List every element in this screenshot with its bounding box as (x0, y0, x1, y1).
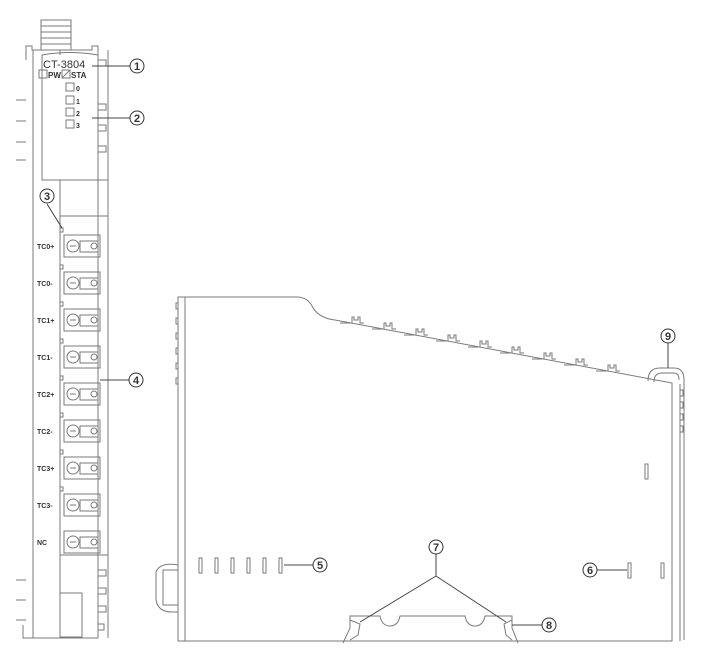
led-ch3-label: 3 (76, 123, 80, 130)
callout-number: 1 (134, 61, 140, 73)
led-ch0-label: 0 (76, 86, 80, 93)
callout-4 (128, 372, 144, 388)
top-connector (40, 19, 72, 51)
led-ch3-icon (65, 119, 75, 129)
side-body-outline (177, 296, 673, 642)
terminal-label: TC1- (37, 355, 53, 362)
callout-number: 6 (587, 565, 593, 577)
terminal-blocks (60, 227, 101, 554)
vent-slots-left (198, 557, 283, 574)
terminal-label: TC0- (37, 281, 53, 288)
callout-9 (660, 328, 676, 344)
slot-6 (627, 562, 632, 579)
model-label: CT-3804 (43, 59, 85, 71)
front-body-outline (32, 50, 99, 638)
callout-7 (428, 539, 444, 555)
callout-2 (129, 110, 145, 126)
terminal-label: TC2+ (37, 392, 54, 399)
terminal-label: NC (37, 540, 47, 547)
led-ch1-label: 1 (76, 99, 80, 106)
led-pw-icon (38, 69, 48, 79)
callout-6 (582, 562, 598, 578)
led-sta-label: STA (71, 71, 87, 80)
bottom-rail-cutout (342, 615, 519, 644)
terminal-labels: TC0+ TC0- TC1+ TC1- TC2+ TC2- TC3+ TC3- … (37, 244, 54, 547)
callout-numbers: 1 2 3 4 5 6 7 8 9 (44, 61, 671, 632)
callout-leaders (46, 65, 669, 626)
callout-3 (39, 188, 55, 204)
led-sta-icon (61, 69, 71, 79)
callout-5 (312, 557, 328, 573)
slot-right (660, 562, 665, 579)
label-panel (41, 52, 99, 181)
led-pw-label: PW (48, 71, 61, 80)
callout-number: 5 (317, 560, 323, 572)
callout-number: 8 (546, 620, 552, 632)
terminal-label: TC3- (37, 503, 53, 510)
led-ch2-label: 2 (76, 111, 80, 118)
callout-1 (129, 58, 145, 74)
terminal-label: TC3+ (37, 466, 54, 473)
side-view (155, 296, 685, 644)
slot-upper (644, 463, 649, 480)
callout-circles (39, 58, 676, 633)
callout-8 (541, 617, 557, 633)
callout-number: 9 (665, 331, 671, 343)
terminal-label: TC2- (37, 429, 53, 436)
release-handle (647, 367, 685, 640)
left-clip (155, 563, 179, 613)
led-ch0-icon (65, 82, 75, 92)
terminal-label: TC1+ (37, 318, 54, 325)
top-terminal-row (340, 316, 620, 372)
led-ch2-icon (65, 107, 75, 117)
led-ch1-icon (65, 95, 75, 105)
callout-number: 7 (433, 542, 439, 554)
terminal-label: TC0+ (37, 244, 54, 251)
callout-number: 3 (44, 191, 50, 203)
callout-number: 4 (133, 375, 140, 387)
callout-number: 2 (134, 113, 140, 125)
